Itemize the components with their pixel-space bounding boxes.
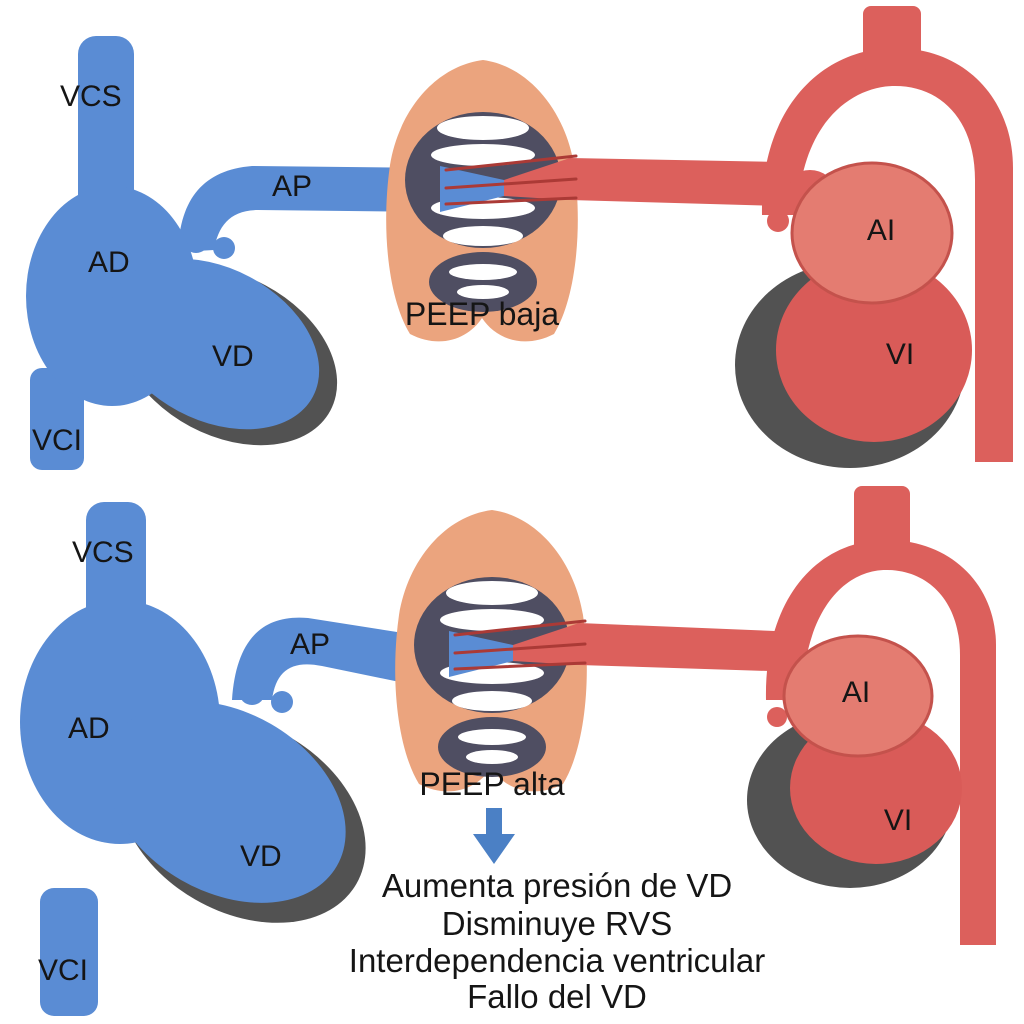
- alveolus-bottom-6: [466, 750, 518, 764]
- effect-line-3: Interdependencia ventricular: [349, 942, 765, 979]
- pulmonary-artery-shape-top: [178, 166, 440, 252]
- aortic-branch-shape-bottom: [854, 486, 910, 554]
- pulmonary-veins-band-bottom: [513, 623, 800, 672]
- svc-vessel-shape-top: [78, 36, 134, 216]
- capillary-line-top-1: [444, 154, 578, 172]
- alveolus-top-5: [449, 264, 517, 280]
- label-ap-top: AP: [272, 170, 312, 203]
- label-vcs-bottom: VCS: [72, 536, 134, 569]
- label-vd-top: VD: [212, 340, 254, 373]
- label-ap-bottom: AP: [290, 628, 330, 661]
- ivc-vessel-shape-top: [30, 368, 84, 470]
- ivc-vessel-shape-bottom: [40, 888, 98, 1016]
- label-ad-bottom: AD: [68, 712, 110, 745]
- alveolus-bottom-5: [458, 729, 526, 745]
- alveolus-top-6: [457, 285, 509, 299]
- label-peep-alta: PEEP alta: [419, 766, 564, 802]
- vein-bump-top-2: [767, 210, 789, 232]
- pulmonary-artery-shape-bottom: [232, 617, 448, 700]
- capillary-line-top-2: [444, 177, 578, 190]
- down-arrow-icon: [473, 808, 515, 864]
- pulmonary-veins-band-top: [504, 158, 780, 206]
- label-vcs-top: VCS: [60, 80, 122, 113]
- effect-line-2: Disminuye RVS: [442, 905, 672, 942]
- label-vci-top: VCI: [32, 424, 82, 457]
- vein-bump-bottom-2: [767, 707, 787, 727]
- effect-line-1: Aumenta presión de VD: [382, 867, 732, 904]
- left-ventricle-shape-top: [776, 258, 972, 442]
- right-ventricle-shape-bottom: [106, 701, 346, 903]
- label-ai-bottom: AI: [842, 676, 870, 709]
- left-atrium-shape-top: [790, 161, 954, 305]
- alveolus-top-4: [443, 226, 523, 246]
- panel-peep-baja: VCS AD AP VD VCI PEEP baja AI VI: [26, 6, 1013, 470]
- aortic-arch-shape-bottom: [765, 540, 996, 945]
- label-ad-top: AD: [88, 246, 130, 279]
- pulmonary-valve-bump-top-2: [213, 237, 235, 259]
- label-vi-bottom: VI: [884, 804, 912, 837]
- alveolus-top-1: [437, 116, 529, 140]
- label-ai-top: AI: [867, 214, 895, 247]
- pulmonary-valve-bump-top-1: [183, 227, 209, 253]
- capillary-line-bottom-3: [453, 661, 587, 671]
- alveoli-mass-lower-bottom: [438, 717, 546, 777]
- label-peep-baja: PEEP baja: [405, 296, 559, 332]
- left-atrium-shape-bottom: [782, 634, 934, 758]
- label-vi-top: VI: [886, 338, 914, 371]
- capillary-line-bottom-1: [453, 619, 587, 637]
- aortic-branch-shape-top: [863, 6, 921, 72]
- capillary-line-top-3: [444, 196, 578, 206]
- alveolus-bottom-1: [446, 581, 538, 605]
- aortic-arch-shape-top: [761, 48, 1013, 462]
- effect-line-4: Fallo del VD: [467, 978, 647, 1015]
- capillary-line-bottom-2: [453, 642, 587, 655]
- pulmonary-valve-bump-bottom-2: [271, 691, 293, 713]
- pulmonary-artery-wedge-top: [440, 166, 504, 212]
- panel-peep-alta: VCS AD AP VD VCI PEEP alta AI VI Aumenta…: [20, 486, 996, 1016]
- alveolus-bottom-4: [452, 691, 532, 711]
- alveolus-top-2: [431, 144, 535, 166]
- alveoli-mass-lower-top: [429, 252, 537, 312]
- label-vci-bottom: VCI: [38, 954, 88, 987]
- alveolus-bottom-2: [440, 609, 544, 631]
- label-vd-bottom: VD: [240, 840, 282, 873]
- pulmonary-artery-wedge-bottom: [449, 631, 513, 677]
- right-ventricle-shape-top: [108, 258, 320, 430]
- pulmonary-valve-bump-bottom-1: [239, 679, 265, 705]
